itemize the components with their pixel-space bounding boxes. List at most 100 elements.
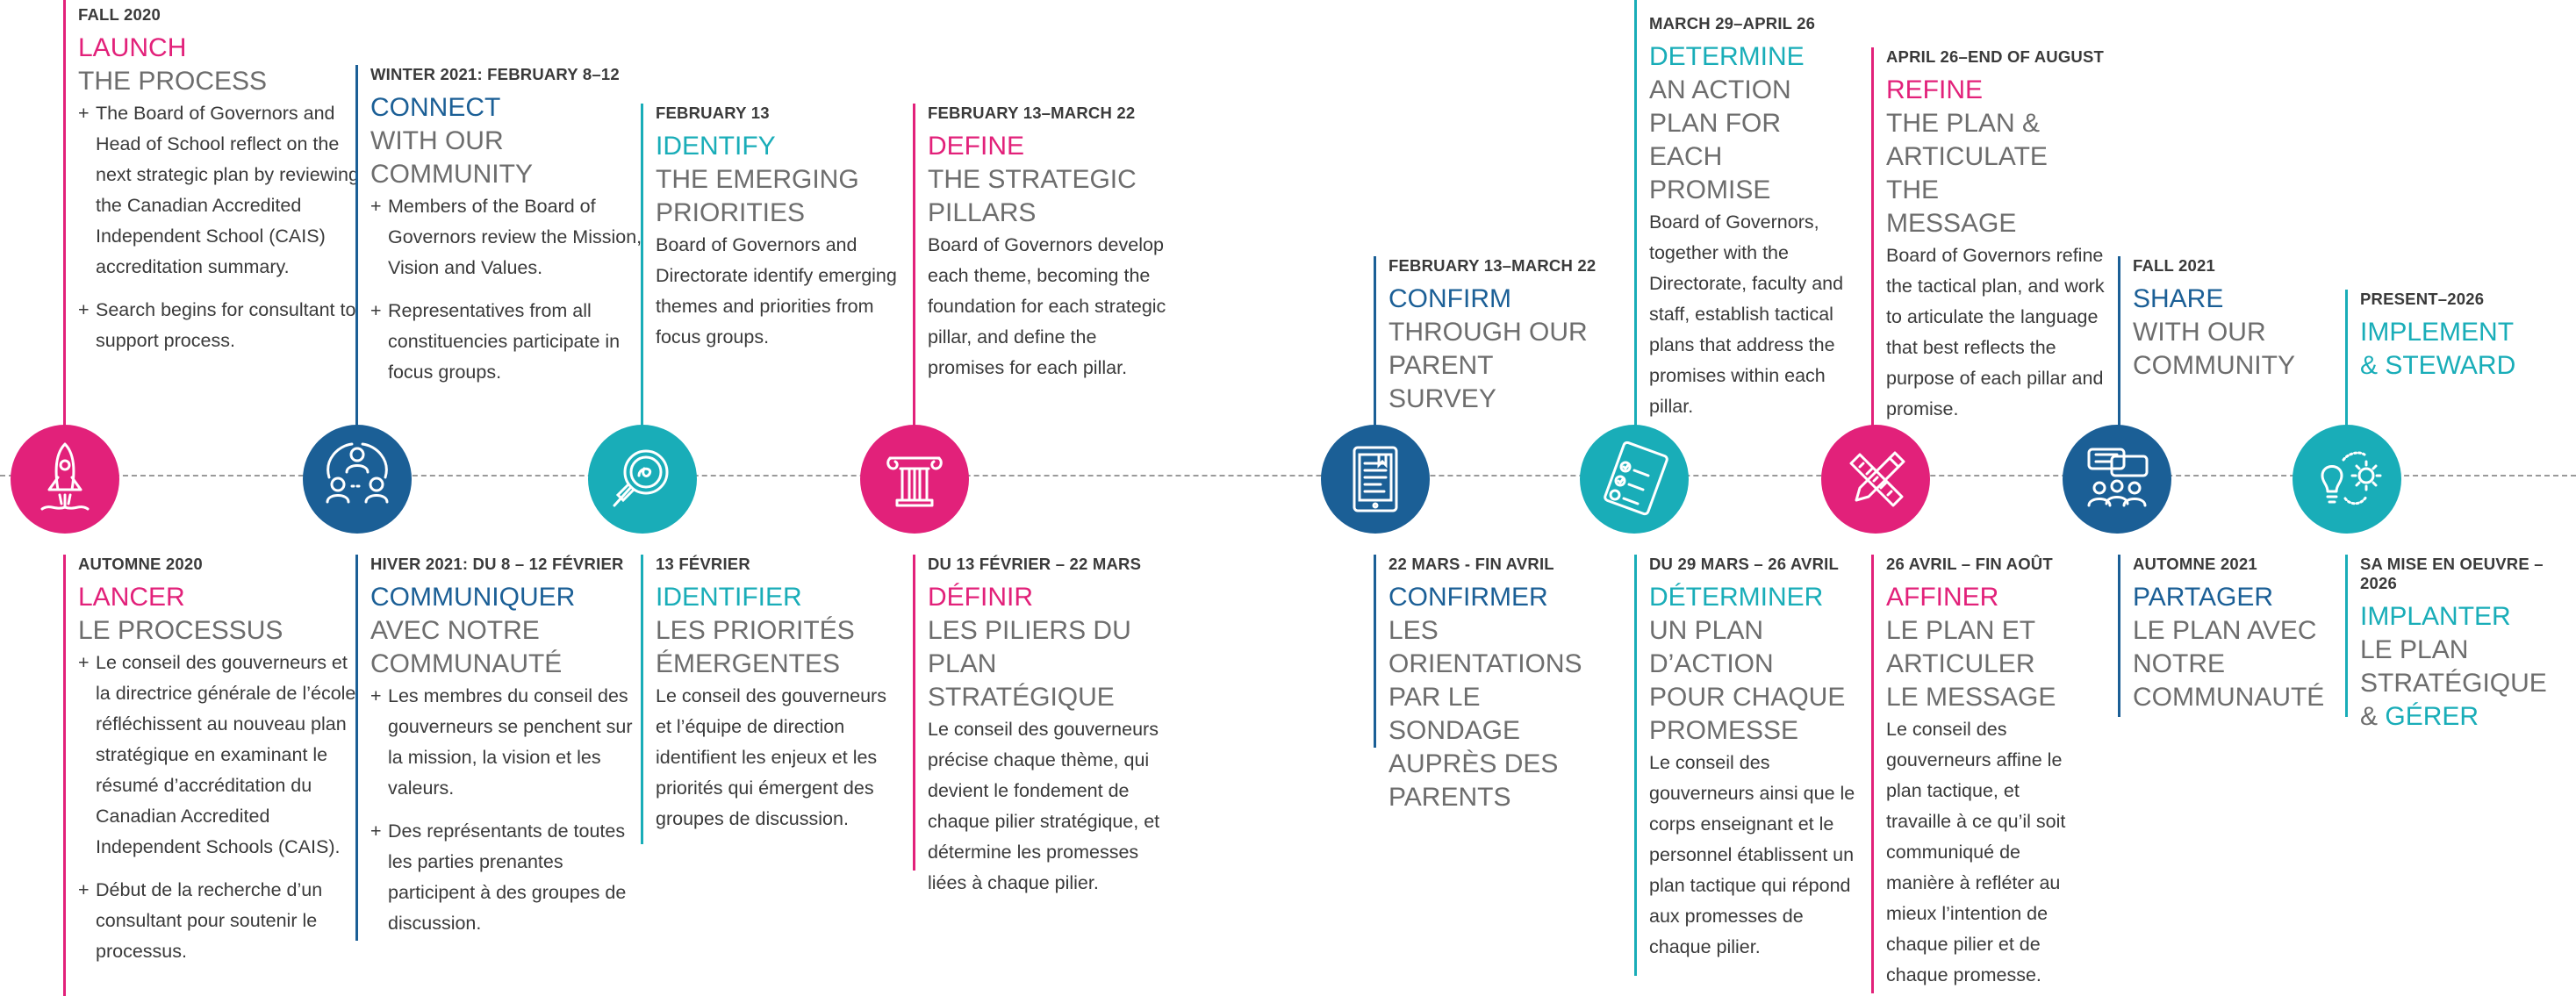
step-text: Board of Governors and Directorate ident…	[656, 234, 897, 348]
step-date: WINTER 2021: FEBRUARY 8–12	[370, 65, 620, 83]
subtitle-highlight: GÉRER	[2385, 702, 2479, 731]
step-date: HIVER 2021: DU 8 – 12 FÉVRIER	[370, 555, 624, 573]
share-chat-icon	[2063, 425, 2171, 534]
step-confirm-fr: 22 MARS - FIN AVRIL CONFIRMER LES ORIENT…	[1374, 555, 1611, 812]
rocket-icon	[11, 425, 119, 534]
step-determine-en: MARCH 29–APRIL 26 DETERMINE AN ACTION PL…	[1634, 0, 1854, 430]
step-determine-fr: DU 29 MARS – 26 AVRIL DÉTERMINER UN PLAN…	[1634, 555, 1862, 976]
step-date: AUTOMNE 2021	[2133, 555, 2257, 573]
step-body: +The Board of Governors and Head of Scho…	[78, 98, 362, 356]
timeline-dashed-line	[0, 475, 2576, 477]
pillar-icon	[860, 425, 969, 534]
step-launch-en: FALL 2020 LAUNCH THE PROCESS +The Board …	[63, 0, 362, 430]
step-identify-en: FEBRUARY 13 IDENTIFY THE EMERGING PRIORI…	[641, 104, 904, 430]
step-define-en: FEBRUARY 13–MARCH 22 DEFINE THE STRATEGI…	[913, 104, 1176, 430]
step-verb: DÉFINIR	[928, 583, 1033, 612]
step-subtitle: THE EMERGING PRIORITIES	[656, 165, 859, 227]
step-body: Le conseil des gouverneurs et l’équipe d…	[656, 681, 904, 835]
step-date: 22 MARS - FIN AVRIL	[1388, 555, 1554, 573]
list-item: Début de la recherche d’un consultant po…	[96, 879, 323, 962]
step-subtitle: LES PRIORITÉS ÉMERGENTES	[656, 616, 855, 678]
pencil-ruler-icon	[1821, 425, 1930, 534]
step-subtitle: THE STRATEGIC PILLARS	[928, 165, 1137, 227]
step-text: Board of Governors, together with the Di…	[1649, 211, 1844, 417]
list-item: Les membres du conseil des gouverneurs s…	[388, 685, 633, 799]
step-date: MARCH 29–APRIL 26	[1649, 14, 1816, 32]
step-body: Board of Governors and Directorate ident…	[656, 230, 904, 353]
step-connect-en: WINTER 2021: FEBRUARY 8–12 CONNECT WITH …	[355, 65, 645, 430]
step-date: 26 AVRIL – FIN AOÛT	[1886, 555, 2053, 573]
step-date: 13 FÉVRIER	[656, 555, 750, 573]
step-implement-fr: SA MISE EN OEUVRE – 2026 IMPLANTER LE PL…	[2345, 555, 2573, 731]
step-date: FALL 2020	[78, 5, 161, 24]
step-date: DU 13 FÉVRIER – 22 MARS	[928, 555, 1142, 573]
step-verb: LAUNCH	[78, 33, 187, 62]
step-subtitle: AN ACTION PLAN FOR EACH PROMISE	[1649, 75, 1791, 204]
community-group-icon	[303, 425, 412, 534]
step-date: FEBRUARY 13–MARCH 22	[928, 104, 1136, 122]
step-date: FEBRUARY 13	[656, 104, 770, 122]
step-subtitle: UN PLAN D’ACTION POUR CHAQUE PROMESSE	[1649, 616, 1846, 745]
step-verb: IDENTIFIER	[656, 583, 802, 612]
step-body: Le conseil des gouverneurs précise chaqu…	[928, 714, 1176, 899]
step-verb: DEFINE	[928, 132, 1025, 161]
step-subtitle: THE PLAN & ARTICULATE THE MESSAGE	[1886, 109, 2048, 238]
list-item: Search begins for consultant to support …	[96, 299, 356, 351]
step-date: FALL 2021	[2133, 256, 2216, 275]
step-text: Le conseil des gouverneurs affine le pla…	[1886, 719, 2066, 985]
step-verb: AFFINER	[1886, 583, 1999, 612]
step-subtitle: THROUGH OUR PARENT SURVEY	[1388, 318, 1588, 413]
subtitle-text: LE PLAN STRATÉGIQUE &	[2360, 635, 2547, 731]
step-text: Board of Governors develop each theme, b…	[928, 234, 1166, 378]
step-identify-fr: 13 FÉVRIER IDENTIFIER LES PRIORITÉS ÉMER…	[641, 555, 904, 844]
step-verb: COMMUNIQUER	[370, 583, 576, 612]
step-connect-fr: HIVER 2021: DU 8 – 12 FÉVRIER COMMUNIQUE…	[355, 555, 645, 941]
step-text: Le conseil des gouverneurs ainsi que le …	[1649, 752, 1855, 957]
step-subtitle: LE PLAN STRATÉGIQUE & GÉRER	[2360, 634, 2571, 734]
step-verb: DETERMINE	[1649, 42, 1805, 71]
step-subtitle: LE PLAN AVEC NOTRE COMMUNAUTÉ	[2133, 616, 2325, 712]
step-share-en: FALL 2021 SHARE WITH OUR COMMUNITY	[2118, 256, 2328, 430]
step-date: AUTOMNE 2020	[78, 555, 203, 573]
step-subtitle: LE PLAN ET ARTICULER LE MESSAGE	[1886, 616, 2056, 712]
step-verb: IDENTIFY	[656, 132, 776, 161]
step-verb: SHARE	[2133, 284, 2224, 313]
step-define-fr: DU 13 FÉVRIER – 22 MARS DÉFINIR LES PILI…	[913, 555, 1176, 893]
step-body: Board of Governors develop each theme, b…	[928, 230, 1176, 383]
step-verb: IMPLEMENT & STEWARD	[2360, 318, 2516, 380]
lightbulb-gear-icon	[2293, 425, 2401, 534]
list-item: Le conseil des gouverneurs et la directr…	[96, 652, 356, 857]
step-subtitle: AVEC NOTRE COMMUNAUTÉ	[370, 616, 563, 678]
step-date: SA MISE EN OEUVRE – 2026	[2360, 555, 2544, 592]
list-item: Representatives from all constituencies …	[388, 300, 621, 383]
list-item: Des représentants de toutes les parties …	[388, 820, 627, 934]
step-launch-fr: AUTOMNE 2020 LANCER LE PROCESSUS +Le con…	[63, 555, 362, 996]
step-verb: PARTAGER	[2133, 583, 2274, 612]
step-verb: DÉTERMINER	[1649, 583, 1824, 612]
step-body: +Les membres du conseil des gouverneurs …	[370, 681, 645, 939]
step-subtitle: LES PILIERS DU PLAN STRATÉGIQUE	[928, 616, 1131, 712]
step-subtitle: WITH OUR COMMUNITY	[2133, 318, 2295, 380]
step-verb: IMPLANTER	[2360, 602, 2511, 631]
step-confirm-en: FEBRUARY 13–MARCH 22 CONFIRM THROUGH OUR…	[1374, 256, 1602, 430]
step-text: Le conseil des gouverneurs précise chaqu…	[928, 719, 1160, 893]
step-date: PRESENT–2026	[2360, 290, 2485, 308]
step-body: Le conseil des gouverneurs ainsi que le …	[1649, 748, 1862, 963]
step-subtitle: LES ORIENTATIONS PAR LE SONDAGE AUPRÈS D…	[1388, 616, 1582, 812]
list-item: Members of the Board of Governors review…	[388, 196, 642, 278]
step-text: Board of Governors refine the tactical p…	[1886, 245, 2105, 419]
step-verb: CONFIRM	[1388, 284, 1511, 313]
step-share-fr: AUTOMNE 2021 PARTAGER LE PLAN AVEC NOTRE…	[2118, 555, 2337, 717]
step-verb: CONFIRMER	[1388, 583, 1548, 612]
step-verb: CONNECT	[370, 93, 501, 122]
step-date: DU 29 MARS – 26 AVRIL	[1649, 555, 1839, 573]
step-date: APRIL 26–END OF AUGUST	[1886, 47, 2105, 66]
magnifier-icon	[588, 425, 697, 534]
step-body: +Le conseil des gouverneurs et la direct…	[78, 648, 362, 967]
step-body: Board of Governors, together with the Di…	[1649, 207, 1854, 422]
step-verb: REFINE	[1886, 75, 1984, 104]
tablet-icon	[1321, 425, 1430, 534]
step-refine-fr: 26 AVRIL – FIN AOÛT AFFINER LE PLAN ET A…	[1871, 555, 2082, 993]
step-text: Le conseil des gouverneurs et l’équipe d…	[656, 685, 886, 829]
checklist-icon	[1580, 425, 1689, 534]
